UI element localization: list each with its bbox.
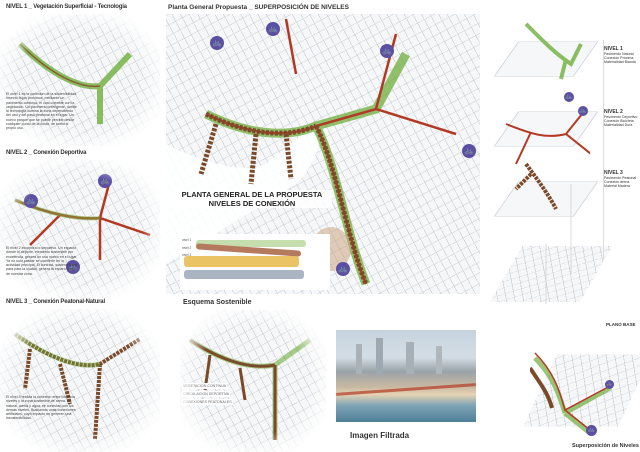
filtered-photo	[336, 330, 476, 422]
overlay-map: 🚲 🚲	[523, 338, 640, 440]
scheme-label: nivel 1	[182, 238, 192, 242]
main-title: Planta General Propuesta _ SUPERPOSICIÓN…	[168, 4, 349, 11]
scheme-label: nivel 2	[182, 246, 192, 250]
level-desc: Conexión Próxima	[604, 56, 634, 61]
bicycle-icon: 🚲	[605, 380, 614, 389]
level-stack: 🚲 🚲	[486, 14, 613, 314]
divider	[603, 40, 604, 260]
bicycle-icon: 🚲	[564, 92, 574, 102]
bicycle-icon: 🚲	[586, 425, 597, 436]
bicycle-icon: 🚲	[578, 106, 588, 116]
level2-map: 🚲 🚲 🚲	[0, 160, 160, 298]
scheme-label: nivel 3	[182, 253, 192, 257]
level-desc: Pavimento Deportivo	[604, 115, 638, 119]
level-desc: Pavimento Natural	[604, 52, 634, 56]
layers-map: VEGETACION CONTINUA CIRCULACION DEPORTIV…	[180, 310, 326, 452]
overlay-title: Superposición de Niveles	[572, 443, 639, 449]
level2-title: NIVEL 2 _ Conexión Deportiva	[6, 150, 87, 156]
level1-paths	[17, 41, 133, 124]
layer-label: CONEXIONES PEATONALES	[182, 399, 233, 406]
level-desc: Conexión Bicicleta	[604, 119, 634, 124]
bicycle-icon: 🚲	[24, 194, 38, 208]
level3-title: NIVEL 3 _ Conexión Peatonal-Natural	[6, 299, 105, 305]
bicycle-icon: 🚲	[210, 36, 224, 50]
bicycle-icon: 🚲	[462, 144, 476, 158]
plano-base-label: PLANO BASE	[606, 322, 636, 327]
level1-text: El nivel 1 es la conexión de la sostenib…	[6, 92, 78, 131]
overlay-paths	[530, 352, 612, 435]
level-desc: Material Madera	[604, 184, 630, 189]
center-heading-line2: NIVELES DE CONEXIÓN	[208, 199, 296, 208]
level1-title: NIVEL 1 _ Vegetación Superficial - Tecno…	[6, 4, 127, 10]
level-name: NIVEL 2	[604, 109, 623, 115]
bicycle-icon: 🚲	[380, 44, 394, 58]
level-name: NIVEL 3	[604, 170, 623, 176]
level-stack-paths	[505, 22, 590, 304]
bicycle-icon: 🚲	[66, 260, 80, 274]
photo-title: Imagen Filtrada	[350, 431, 410, 440]
layer-label: CIRCULACION DEPORTIVA	[182, 391, 231, 398]
level2-text: El nivel 2 incorpora lo deportivo. Un es…	[6, 246, 78, 276]
bicycle-icon: 🚲	[266, 22, 280, 36]
center-heading-line1: PLANTA GENERAL DE LA PROPUESTA	[181, 190, 323, 199]
level3-text: El nivel 3 realiza la conexión entre los…	[6, 395, 76, 421]
level-name: NIVEL 1	[604, 46, 623, 52]
level3-map	[0, 309, 160, 452]
level-desc: Materialidad Dura	[604, 123, 633, 128]
level2-paths	[14, 179, 151, 260]
level-desc: Materialidad Blanda	[604, 60, 636, 65]
bicycle-icon: 🚲	[98, 174, 112, 188]
level-desc: Conexión arena	[604, 180, 630, 185]
center-heading: PLANTA GENERAL DE LA PROPUESTA NIVELES D…	[172, 190, 332, 208]
layer-label: VEGETACION CONTINUA	[182, 383, 228, 390]
scheme-title: Esquema Sostenible	[183, 299, 252, 306]
level-desc: Pavimento Peatonal	[604, 176, 637, 180]
sustainable-scheme: nivel 1 nivel 2 nivel 3	[180, 234, 330, 290]
level1-map	[0, 14, 160, 146]
level3-paths	[13, 331, 142, 440]
bicycle-icon: 🚲	[336, 262, 350, 276]
layers-paths	[188, 337, 312, 440]
